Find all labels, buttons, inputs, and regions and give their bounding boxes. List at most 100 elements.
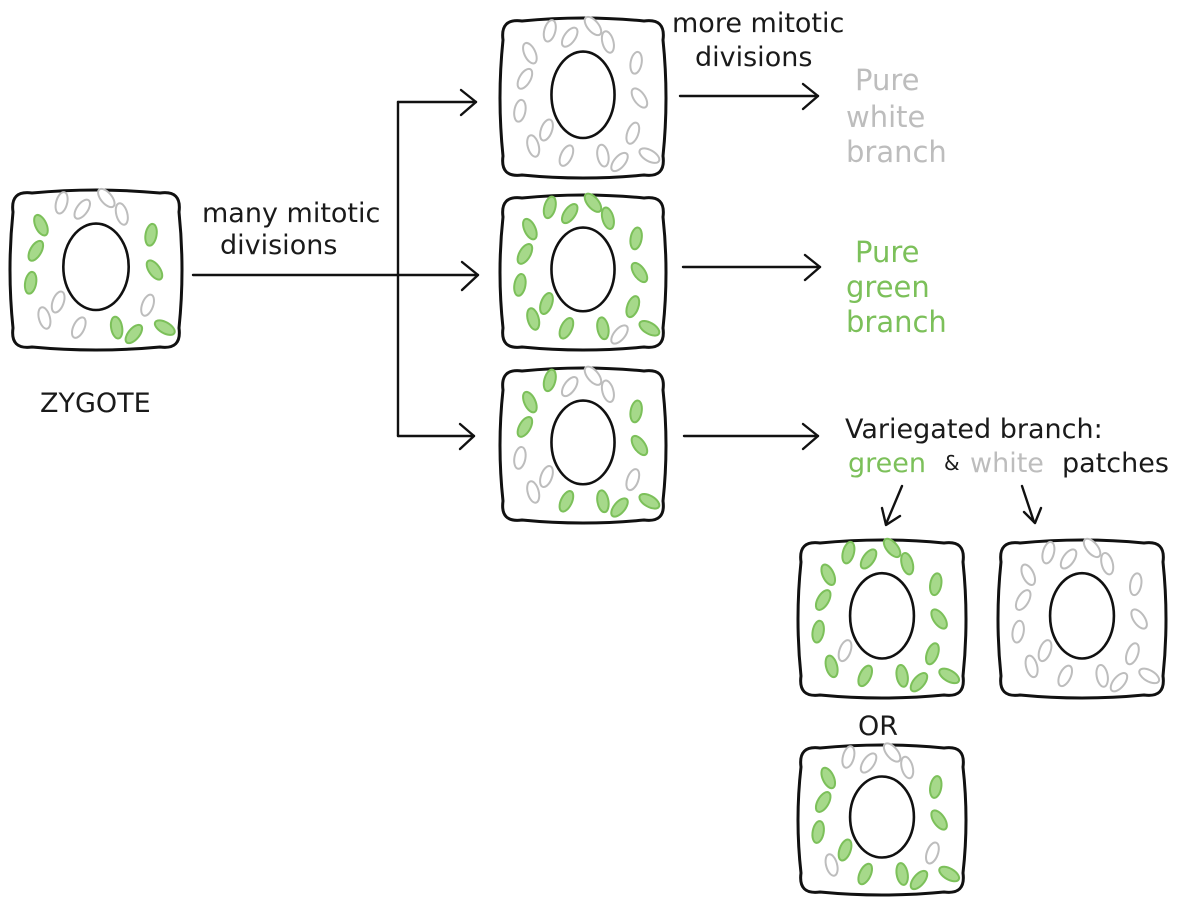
plastid-white bbox=[629, 50, 643, 75]
chloroplast-green bbox=[814, 791, 832, 813]
plastid-white bbox=[600, 379, 615, 403]
chloroplast-green bbox=[930, 809, 948, 831]
nucleus bbox=[848, 775, 916, 859]
plastid-white bbox=[542, 19, 557, 43]
plastid-white bbox=[1100, 551, 1115, 576]
chloroplast-green bbox=[558, 317, 575, 340]
plastid-white bbox=[513, 98, 527, 123]
chloroplast-green bbox=[811, 619, 825, 644]
plastid-white bbox=[140, 293, 155, 317]
chloroplast-green bbox=[909, 869, 929, 891]
variegated-branch-cell bbox=[498, 365, 668, 525]
chloroplast-green bbox=[857, 862, 874, 886]
plastid-white bbox=[54, 191, 69, 215]
chloroplast-green bbox=[824, 654, 839, 679]
chloroplast-green bbox=[841, 540, 856, 565]
chloroplast-green bbox=[909, 672, 929, 693]
plastid-white bbox=[114, 202, 129, 226]
chloroplast-green bbox=[583, 192, 603, 213]
plastid-white bbox=[900, 755, 915, 780]
patches-word: patches bbox=[1062, 448, 1169, 479]
plastid-white bbox=[539, 118, 554, 142]
chloroplast-green bbox=[925, 642, 940, 666]
chloroplast-green bbox=[542, 195, 557, 220]
chloroplast-green bbox=[539, 291, 554, 316]
pure-white-label-line2: white bbox=[846, 100, 925, 134]
many-divisions-label-line1: many mitotic bbox=[202, 198, 380, 229]
plastid-white bbox=[1138, 667, 1161, 685]
plastid-white bbox=[558, 144, 575, 167]
plastid-white bbox=[600, 30, 615, 54]
chloroplast-green bbox=[144, 222, 158, 247]
pure-white-label-line1: Pure bbox=[855, 63, 920, 97]
plastid-white bbox=[1011, 619, 1025, 644]
green-branch-arrow bbox=[681, 253, 822, 282]
chloroplast-green bbox=[938, 667, 961, 685]
chloroplast-green bbox=[560, 203, 579, 225]
pure-green-label-line1: Pure bbox=[855, 235, 920, 269]
plastid-white bbox=[625, 468, 641, 492]
ampersand: & bbox=[944, 451, 960, 475]
green-branch-cell bbox=[498, 192, 668, 352]
nucleus bbox=[1048, 571, 1116, 660]
chloroplast-green bbox=[610, 497, 629, 518]
plastid-white bbox=[1059, 548, 1078, 570]
plastid-white bbox=[630, 87, 649, 109]
plastid-white bbox=[824, 853, 839, 877]
plastid-white bbox=[610, 324, 629, 345]
plastid-white bbox=[610, 151, 629, 173]
chloroplast-green bbox=[522, 390, 538, 414]
mixed-patch-cell bbox=[796, 742, 968, 897]
plastid-white bbox=[560, 26, 579, 48]
plastid-white bbox=[596, 143, 610, 168]
chloroplast-green bbox=[109, 315, 124, 340]
pure-green-label-line3: branch bbox=[846, 305, 947, 339]
chloroplast-green bbox=[814, 589, 832, 611]
plastid-white bbox=[70, 316, 87, 339]
plastid-white bbox=[526, 134, 541, 158]
chloroplast-green bbox=[600, 206, 615, 230]
chloroplast-green bbox=[859, 548, 878, 570]
chloroplast-green bbox=[929, 572, 943, 597]
chloroplast-green bbox=[895, 862, 909, 886]
chloroplast-green bbox=[625, 295, 641, 319]
nucleus bbox=[550, 399, 616, 486]
chloroplast-green bbox=[629, 399, 643, 424]
plastid-white bbox=[583, 365, 603, 386]
plastid-white bbox=[1057, 664, 1074, 688]
chloroplast-green bbox=[513, 273, 527, 297]
chloroplast-green bbox=[929, 775, 943, 799]
plastid-white bbox=[1095, 664, 1109, 688]
chloroplast-green bbox=[522, 217, 538, 241]
chloroplast-green bbox=[23, 270, 38, 295]
zygote-branch-arrows bbox=[191, 88, 480, 451]
pure-green-label-line2: green bbox=[846, 270, 930, 304]
chloroplast-green bbox=[596, 316, 610, 341]
plastid-white bbox=[837, 639, 853, 663]
plastid-white bbox=[1125, 642, 1140, 666]
chloroplast-green bbox=[124, 323, 144, 345]
white-branch-cell bbox=[498, 15, 668, 180]
plastid-white bbox=[859, 752, 878, 774]
chloroplast-green bbox=[811, 820, 825, 844]
white-patch-arrow bbox=[1020, 484, 1043, 525]
plastid-white bbox=[513, 446, 527, 470]
plastid-white bbox=[516, 67, 534, 90]
more-divisions-label-line1: more mitotic bbox=[672, 8, 844, 39]
nucleus bbox=[550, 226, 616, 313]
nucleus bbox=[550, 50, 616, 140]
plastid-white bbox=[526, 480, 541, 504]
plastid-white bbox=[539, 464, 554, 489]
chloroplast-green bbox=[629, 226, 643, 251]
chloroplast-green bbox=[820, 563, 837, 586]
nucleus bbox=[62, 222, 130, 312]
plastid-white bbox=[882, 742, 902, 763]
plastid-white bbox=[1130, 608, 1148, 630]
chloroplast-green bbox=[145, 259, 164, 281]
plastid-white bbox=[522, 41, 538, 65]
green-word: green bbox=[848, 448, 926, 479]
chloroplast-green bbox=[630, 434, 649, 457]
chloroplast-green bbox=[33, 213, 49, 237]
chloroplast-green bbox=[930, 608, 948, 630]
